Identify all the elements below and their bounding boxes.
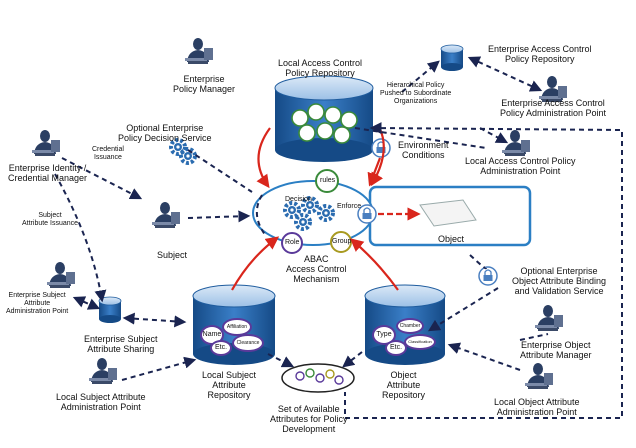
- local-admin-person-icon: [502, 130, 530, 156]
- policy-rule-bubbles: [291, 103, 358, 144]
- dashed-flow-arrows: [54, 56, 623, 419]
- enforce-label: Enforce: [337, 203, 362, 210]
- attribute-bubble: Etc.: [210, 340, 232, 356]
- object-binding-lock-icon: [478, 266, 498, 286]
- role-label: Role: [285, 239, 300, 246]
- attribute-bubble: Classification: [404, 334, 436, 350]
- local-policy-repository-cylinder: [274, 75, 374, 162]
- environment-lock-icon: [371, 138, 391, 158]
- local-subject-admin-person-icon: [89, 358, 117, 384]
- attribute-bubble: Etc.: [385, 340, 407, 356]
- policy-manager-person-icon: [185, 38, 213, 64]
- local-object-admin-person-icon: [525, 363, 553, 389]
- set-available-attributes: [281, 363, 355, 393]
- identity-manager-person-icon: [32, 130, 60, 156]
- attribute-bubble: Clearance: [232, 334, 264, 352]
- attribute-bubble: Chamber: [396, 318, 424, 334]
- object-label: Object: [438, 234, 465, 244]
- ent-subject-admin-person-icon: [47, 262, 75, 288]
- ent-object-manager-person-icon: [535, 305, 563, 331]
- role-bubble: [281, 232, 303, 254]
- rules-bubble: [315, 169, 339, 193]
- abac-mechanism: [252, 180, 374, 246]
- rules-label: rules: [320, 177, 336, 184]
- group-label: Group: [332, 238, 352, 245]
- subject-person-icon: [152, 202, 180, 228]
- enterprise-policy-repository-cylinder: [440, 44, 464, 72]
- decision-label: Decision: [285, 196, 312, 203]
- identity-manager-label: Enterprise Identity /Credential Manager: [8, 163, 88, 183]
- subject-label: Subject: [157, 250, 188, 260]
- enterprise-subject-sharing-cylinder: [98, 296, 122, 324]
